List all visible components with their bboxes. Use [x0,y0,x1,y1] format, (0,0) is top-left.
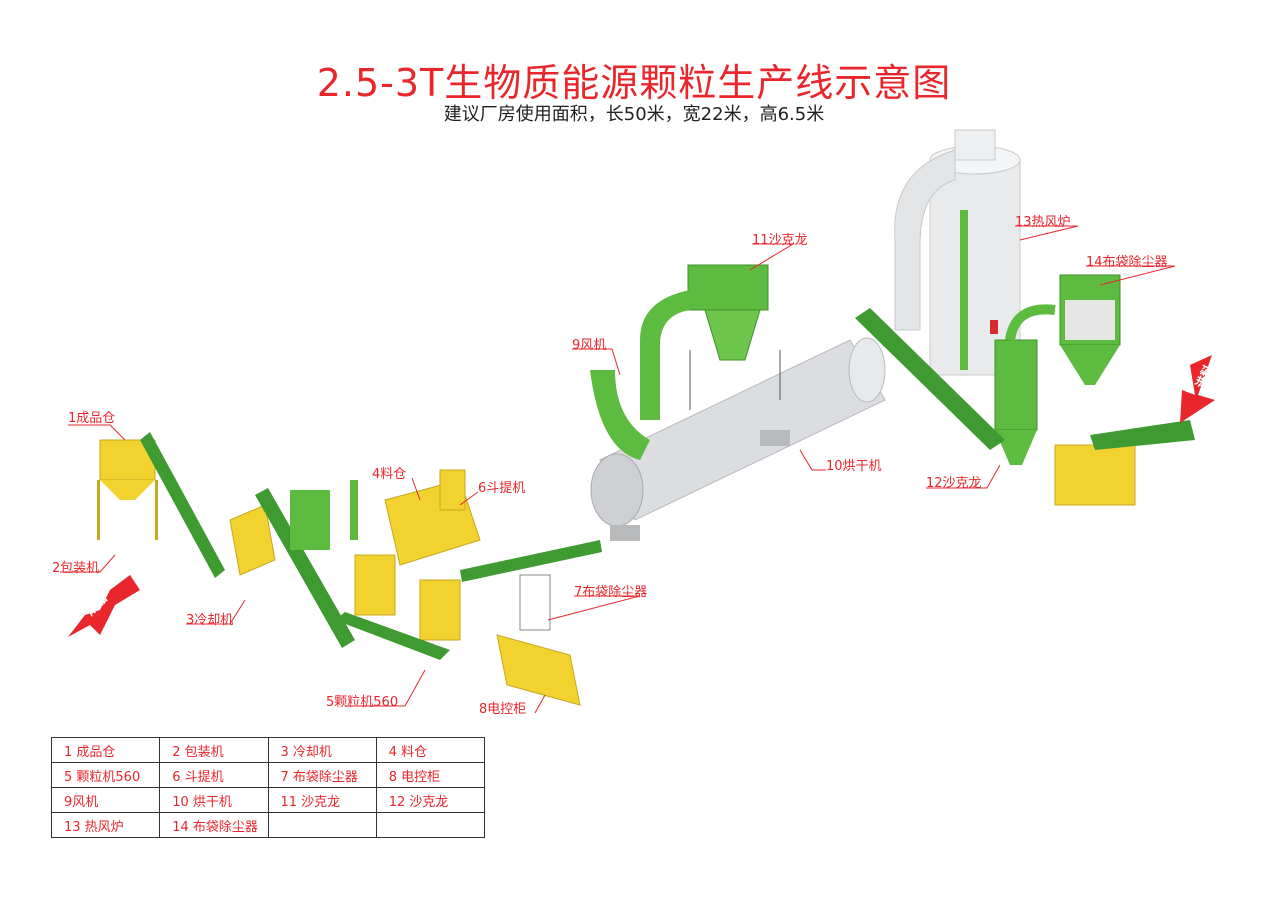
label-bag-filter-7: 7布袋除尘器 [574,585,648,600]
table-cell [267,812,377,838]
table-cell: 4 料仓 [375,737,486,763]
control-cabinet [496,574,581,706]
label-bag-filter-14: 14布袋除尘器 [1086,255,1168,270]
pellet-mill-section [335,469,602,660]
table-row: 9风机 10 烘干机 11 沙克龙 12 沙克龙 [50,787,486,813]
label-cooler: 3冷却机 [186,613,234,628]
table-cell: 7 布袋除尘器 [267,762,377,788]
label-finished-bin: 1成品仓 [68,411,116,426]
table-cell: 2 包装机 [159,737,269,763]
table-cell: 8 电控柜 [375,762,486,788]
label-cyclone-12: 12沙克龙 [926,476,982,491]
table-cell: 1 成品仓 [50,737,161,763]
table-cell: 5 颗粒机560 [50,762,161,788]
table-cell: 11 沙克龙 [267,787,377,813]
label-cyclone-11: 11沙克龙 [752,233,808,248]
cyclone-12-and-bag-filter [855,274,1195,506]
input-arrow [1180,355,1215,423]
table-cell: 10 烘干机 [159,787,269,813]
table-row: 1 成品仓 2 包装机 3 冷却机 4 料仓 [50,737,486,763]
label-dryer: 10烘干机 [826,459,882,474]
label-furnace: 13热风炉 [1015,215,1071,230]
label-control-cabinet: 8电控柜 [479,702,527,717]
output-arrow [68,575,140,637]
table-cell: 9风机 [50,787,161,813]
label-silo: 4料仓 [372,467,407,482]
cyclone-11 [590,264,781,460]
rotary-dryer [590,337,886,541]
table-cell: 6 斗提机 [159,762,269,788]
label-elevator: 6斗提机 [478,481,526,496]
page-subtitle: 建议厂房使用面积，长50米，宽22米，高6.5米 [443,104,825,125]
table-cell: 3 冷却机 [267,737,377,763]
table-cell: 14 布袋除尘器 [159,812,269,838]
label-pellet-mill: 5颗粒机560 [326,695,399,710]
finished-product-bin [97,432,225,578]
label-packer: 2包装机 [52,561,100,576]
table-row: 13 热风炉 14 布袋除尘器 [50,812,486,838]
table-cell: 13 热风炉 [50,812,161,838]
table-cell [375,812,486,838]
cooler [229,480,358,648]
page-title: 2.5-3T生物质能源颗粒生产线示意图 [316,61,952,105]
table-row: 5 颗粒机560 6 斗提机 7 布袋除尘器 8 电控柜 [50,762,486,788]
hot-air-furnace [894,129,1021,376]
legend-table: 1 成品仓 2 包装机 3 冷却机 4 料仓 5 颗粒机560 6 斗提机 7 … [50,737,486,838]
table-cell: 12 沙克龙 [375,787,486,813]
leader-lines [60,225,1176,714]
label-fan: 9风机 [572,338,607,353]
